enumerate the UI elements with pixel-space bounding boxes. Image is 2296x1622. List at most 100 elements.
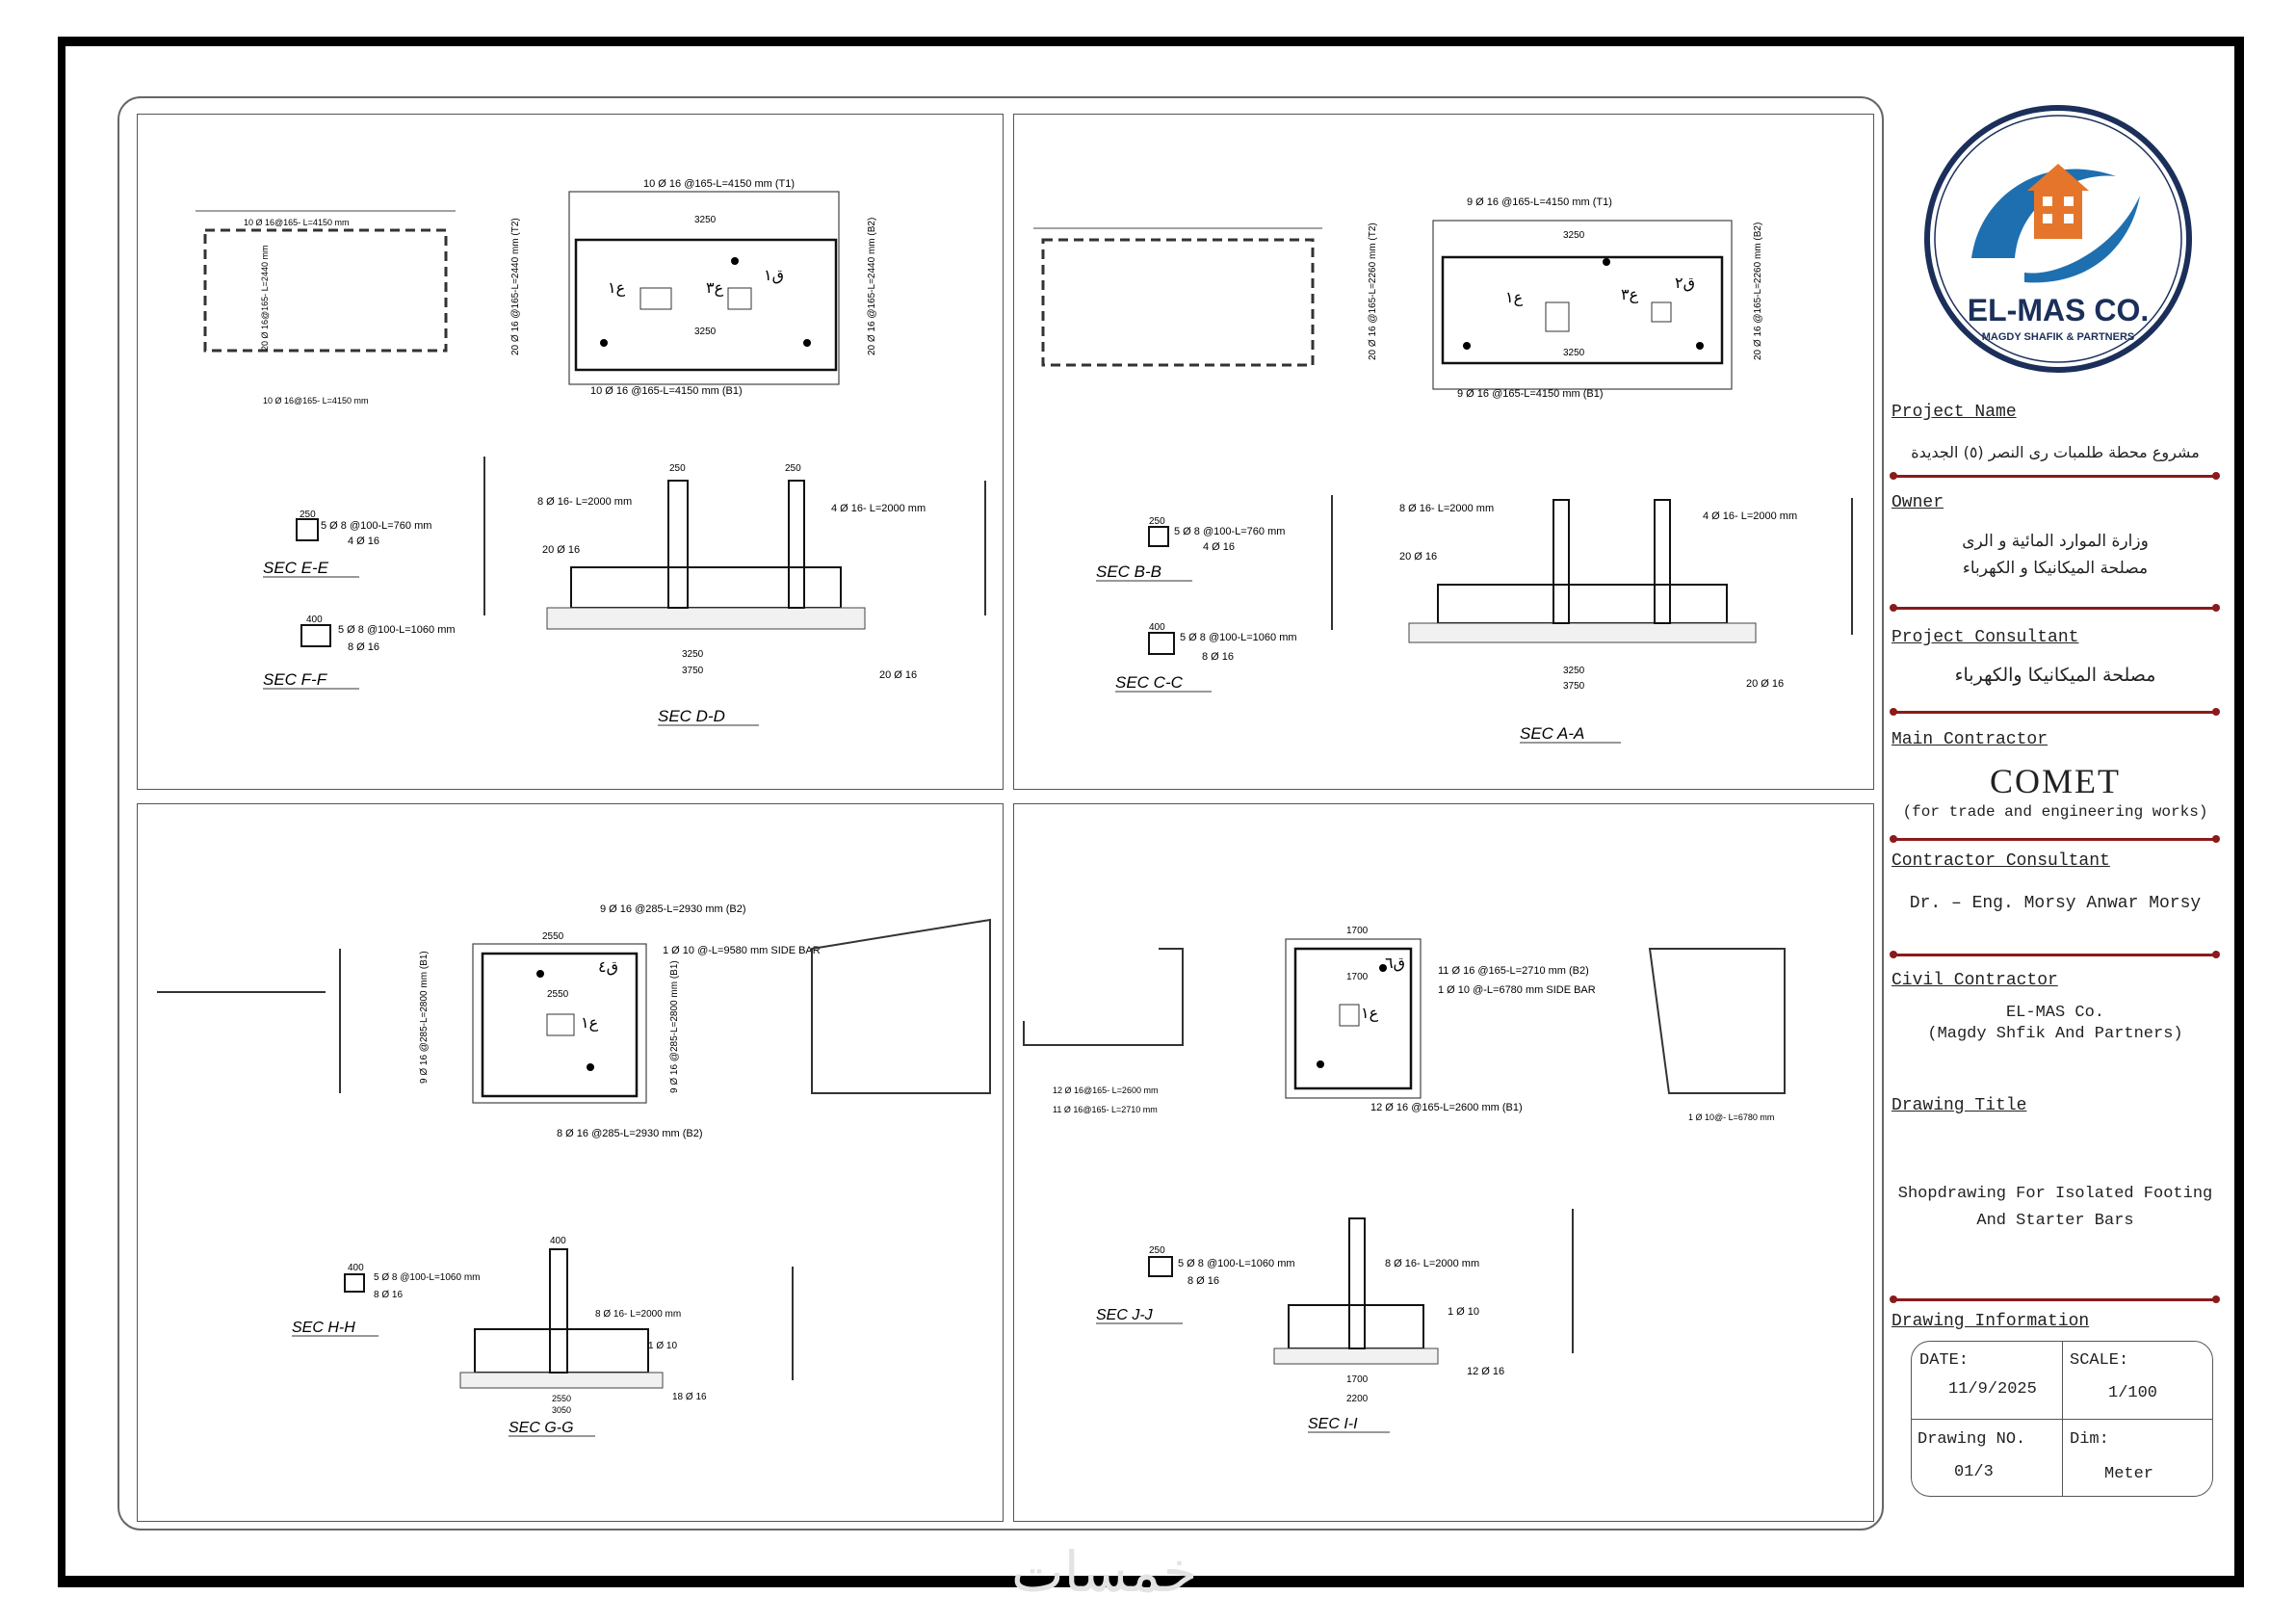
column-mark: ع٣ xyxy=(1621,287,1639,303)
sec-ff-title: SEC F-F xyxy=(263,670,328,689)
house-window xyxy=(2043,214,2052,223)
sec-dd-bar1-label: 8 Ø 16- L=2000 mm xyxy=(537,496,632,508)
column-mark: ق١ xyxy=(764,268,784,284)
main-contractor: COMET xyxy=(1990,762,2121,800)
plan-bottom-bar-label: 8 Ø 16 @285-L=2930 mm (B2) xyxy=(557,1128,703,1139)
footing-f2-drawing: 9 Ø 16 @165-L=4150 mm (T1) 9 Ø 16 @165-L… xyxy=(1033,196,1853,744)
drawing-title-line1: Shopdrawing For Isolated Footing xyxy=(1897,1185,2213,1203)
sec-jj-dim: 250 xyxy=(1149,1245,1165,1256)
side-bar-shape xyxy=(811,918,991,1094)
info-divider-v xyxy=(2062,1342,2063,1496)
scale-value: 1/100 xyxy=(2108,1384,2158,1402)
plan-left-bar-label: 20 Ø 16 @165-L=2440 mm (T2) xyxy=(510,218,521,355)
footing-f1-drawing: 10 Ø 16@165- L=4150 mm 10 Ø 16@165- L=41… xyxy=(196,178,986,726)
logo-wave xyxy=(1971,169,2116,258)
column-mark: ع١ xyxy=(581,1015,599,1032)
project-name: مشروع محطة طلمبات رى النصر (٥) الجديدة xyxy=(1911,443,2200,461)
sec-dd-dim2: 3750 xyxy=(682,666,704,676)
plan-bar-top-label: 11 Ø 16 @165-L=2710 mm (B2) xyxy=(1438,965,1589,977)
sec-ff-bars-label: 8 Ø 16 xyxy=(348,641,379,653)
side-bar-shape xyxy=(1648,948,1786,1094)
panel-bottom-right: 12 Ø 16@165- L=2600 mm 11 Ø 16@165- L=27… xyxy=(1013,803,1874,1522)
sec-ee-bars-label: 4 Ø 16 xyxy=(348,536,379,547)
plan-dim-inner: 2550 xyxy=(547,989,569,1000)
plan-right-bar-label: 20 Ø 16 @165-L=2260 mm (B2) xyxy=(1753,222,1763,360)
rebar-dot xyxy=(1317,1060,1324,1068)
shape-label: 11 Ø 16@165- L=2710 mm xyxy=(1053,1105,1158,1114)
rebar-dot xyxy=(1379,964,1387,972)
divider xyxy=(1890,1295,2220,1303)
house-icon xyxy=(2034,186,2082,239)
sec-hh-title: SEC H-H xyxy=(292,1320,355,1336)
sec-gg-title: SEC G-G xyxy=(509,1420,574,1436)
plan-bar-top-label: 9 Ø 16 @285-L=2930 mm (B2) xyxy=(600,903,746,915)
plan-dim-top: 2550 xyxy=(542,931,564,942)
plan-right-bar-label: 9 Ø 16 @285-L=2800 mm (B1) xyxy=(669,960,680,1093)
column-mark: ع١ xyxy=(608,280,626,297)
sec-gg-footing xyxy=(474,1328,649,1373)
sec-ff-stirrup-shape xyxy=(300,624,331,647)
sec-aa-title: SEC A-A xyxy=(1520,724,1584,743)
plan-bottom-bar-label: 10 Ø 16 @165-L=4150 mm (B1) xyxy=(590,385,743,397)
panel-top-left: 10 Ø 16@165- L=4150 mm 10 Ø 16@165- L=41… xyxy=(137,114,1004,790)
column-1 xyxy=(1545,301,1570,332)
sec-ii-bar1-label: 8 Ø 16- L=2000 mm xyxy=(1385,1258,1479,1269)
sec-dd-bar2-label: 4 Ø 16- L=2000 mm xyxy=(831,503,926,514)
column-mark: ق٢ xyxy=(1675,275,1695,292)
divider xyxy=(1890,604,2220,612)
logo-wave xyxy=(2024,196,2140,283)
sec-ii-title: SEC I-I xyxy=(1308,1416,1358,1432)
sec-ii-footing xyxy=(1288,1304,1424,1349)
plan-right-bar-label: 20 Ø 16 @165-L=2440 mm (B2) xyxy=(867,218,877,355)
column-3 xyxy=(727,287,752,310)
owner-line2: مصلحة الميكانيكا و الكهرباء xyxy=(1962,559,2149,578)
sec-gg-bottom-label: 18 Ø 16 xyxy=(672,1392,707,1402)
logo-subtitle: MAGDY SHAFIK & PARTNERS xyxy=(1982,331,2135,343)
sec-dd-plain-concrete xyxy=(546,607,866,630)
sec-aa-bottom-label: 20 Ø 16 xyxy=(1746,678,1784,690)
drawing-area: 10 Ø 16@165- L=4150 mm 10 Ø 16@165- L=41… xyxy=(117,96,1884,1530)
scale-label: SCALE: xyxy=(2070,1351,2129,1370)
sec-jj-stirrup-label: 5 Ø 8 @100-L=1060 mm xyxy=(1178,1258,1295,1269)
plan-side-bar-label: 1 Ø 10 @-L=9580 mm SIDE BAR xyxy=(663,945,821,956)
column-3 xyxy=(1651,301,1672,323)
owner-line1: وزارة الموارد المائية و الرى xyxy=(1962,532,2149,551)
drawing-no-value: 01/3 xyxy=(1954,1463,1994,1481)
sec-cc-bars-label: 8 Ø 16 xyxy=(1202,651,1234,663)
date-value: 11/9/2025 xyxy=(1948,1380,2037,1399)
drawing-title-label: Drawing Title xyxy=(1892,1096,2027,1115)
plan-dim-top: 3250 xyxy=(694,215,717,225)
column-mark: ع١ xyxy=(1361,1006,1379,1022)
logo-ring-inner xyxy=(1934,115,2182,363)
drawing-sheet xyxy=(65,46,2234,1576)
shape-label: 1 Ø 10@- L=6780 mm xyxy=(1688,1112,1774,1122)
sec-hh-bars-label: 8 Ø 16 xyxy=(374,1290,403,1300)
logo-emblem: EL-MAS CO. MAGDY SHAFIK & PARTNERS xyxy=(1924,105,2192,373)
civil-contractor-label: Civil Contractor xyxy=(1892,971,2058,990)
sec-bb-stirrup-label: 5 Ø 8 @100-L=760 mm xyxy=(1174,526,1285,537)
sec-ff-stirrup-label: 5 Ø 8 @100-L=1060 mm xyxy=(338,624,456,636)
sec-hh-stirrup-shape xyxy=(344,1273,365,1293)
sec-bb-stirrup-shape xyxy=(1148,526,1169,547)
sec-ee-stirrup-label: 5 Ø 8 @100-L=760 mm xyxy=(321,520,431,532)
divider xyxy=(1890,708,2220,716)
footing-plan-rebar xyxy=(1441,255,1724,365)
sec-gg-bar1-label: 8 Ø 16- L=2000 mm xyxy=(595,1309,681,1320)
company-logo: EL-MAS CO. MAGDY SHAFIK & PARTNERS xyxy=(1923,104,2193,374)
bar-shape xyxy=(1023,948,1184,1046)
sec-gg-dim2: 3050 xyxy=(552,1405,571,1415)
plan-left-bar-label: 9 Ø 16 @285-L=2800 mm (B1) xyxy=(419,951,430,1084)
sec-ii-bottom-label: 12 Ø 16 xyxy=(1467,1366,1504,1377)
footing-plan-rebar xyxy=(481,952,639,1098)
shape-label: 12 Ø 16@165- L=2600 mm xyxy=(1053,1086,1158,1095)
plan-top-bar-label: 9 Ø 16 @165-L=4150 mm (T1) xyxy=(1467,196,1612,208)
bar-shape-outline xyxy=(1041,238,1315,367)
sec-jj-bars-label: 8 Ø 16 xyxy=(1187,1275,1219,1287)
house-window xyxy=(2064,196,2074,206)
sec-gg-col-dim: 400 xyxy=(550,1236,566,1246)
watermark: خمسات xyxy=(1011,1539,1198,1605)
sec-ee-title: SEC E-E xyxy=(263,559,329,577)
plan-bottom-bar-label: 9 Ø 16 @165-L=4150 mm (B1) xyxy=(1457,388,1604,400)
contractor-consultant: Dr. – Eng. Morsy Anwar Morsy xyxy=(1909,894,2202,913)
sec-gg-plain-concrete xyxy=(459,1372,664,1389)
